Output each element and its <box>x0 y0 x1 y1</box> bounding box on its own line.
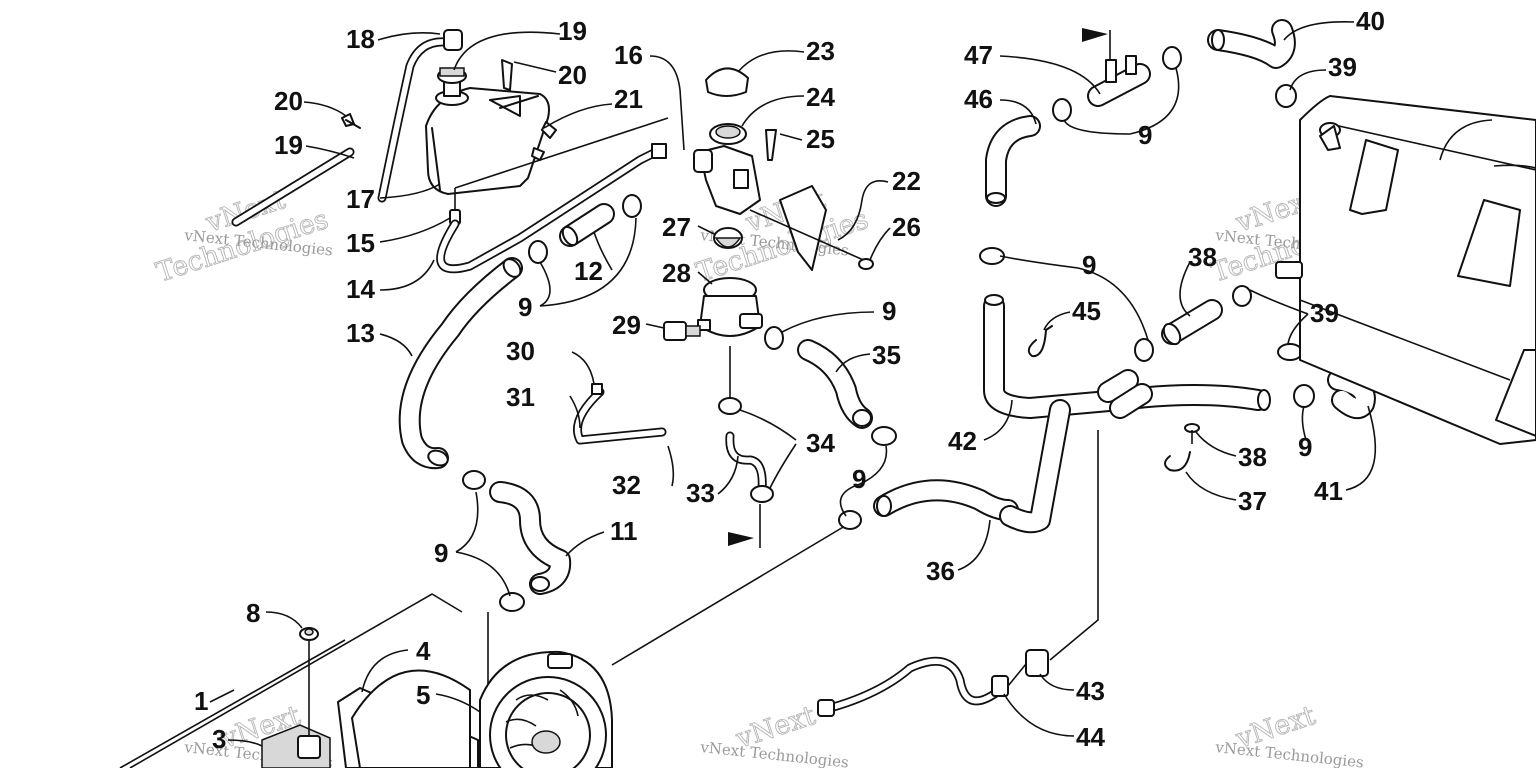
hose-29 <box>573 383 667 445</box>
watermark-company: vNext Technologies <box>1214 738 1365 768</box>
flow-arrow-bottom <box>728 532 754 546</box>
callout-35: 37 <box>1238 486 1267 516</box>
watermark-6: vNext vNext Technologies <box>1214 700 1365 768</box>
callout-20-right: 22 <box>892 166 921 196</box>
clip-43 <box>1027 325 1053 358</box>
callout-9-lower-right: 9 <box>1298 432 1312 462</box>
callout-30: 32 <box>612 470 641 500</box>
hose-33 <box>797 339 873 429</box>
hose-11 <box>398 257 523 470</box>
callout-29: 31 <box>506 382 535 412</box>
callout-32: 34 <box>806 428 835 458</box>
callout-41: 43 <box>1076 676 1105 706</box>
callout-8: 8 <box>246 598 260 628</box>
elbow-39-bottom <box>1327 369 1376 420</box>
radiator-assembly <box>119 593 489 768</box>
callout-14-top: 16 <box>614 40 643 70</box>
callout-5: 5 <box>416 680 430 710</box>
clamp-9-set <box>462 46 1315 612</box>
thermostat-housing <box>663 67 874 400</box>
hose-10 <box>489 481 572 595</box>
callout-27: 29 <box>612 310 641 340</box>
callout-34: 36 <box>926 556 955 586</box>
callout-11: 13 <box>346 318 375 348</box>
callout-25: 27 <box>662 212 691 242</box>
callout-36: 38 <box>1238 442 1267 472</box>
callout-26: 28 <box>662 258 691 288</box>
callout-23: 25 <box>806 124 835 154</box>
rivet-36 <box>1184 423 1200 444</box>
callout-39-bottom: 41 <box>1314 476 1343 506</box>
hose-34 <box>873 479 1019 521</box>
callout-39-top: 40 <box>1356 6 1385 36</box>
callout-9-thermostat: 9 <box>882 296 896 326</box>
callout-19-left: 20 <box>274 86 303 116</box>
callout-40: 42 <box>948 426 977 456</box>
callout-17: 19 <box>558 16 587 46</box>
hose-37 <box>1097 299 1223 419</box>
leader-lines <box>209 21 1536 747</box>
callout-4: 4 <box>416 636 431 666</box>
callout-28: 30 <box>506 336 535 366</box>
clip-35 <box>1164 451 1191 472</box>
callout-13: 14 <box>346 274 375 304</box>
callout-37: 38 <box>1188 242 1217 272</box>
elbow-39-top <box>1207 19 1296 69</box>
callout-22: 24 <box>806 82 835 112</box>
callout-21: 23 <box>806 36 835 66</box>
callout-42: 44 <box>1076 722 1105 752</box>
hose-13-overflow <box>436 117 669 274</box>
hose-44 <box>985 115 1041 207</box>
callout-38-lower: 39 <box>1310 298 1339 328</box>
callout-38-top: 39 <box>1328 52 1357 82</box>
callout-9-middle: 9 <box>852 464 866 494</box>
callout-9-mid-right: 9 <box>1082 250 1096 280</box>
callout-24: 26 <box>892 212 921 242</box>
callout-9-top-right: 9 <box>1138 120 1152 150</box>
hose-12 <box>559 203 615 247</box>
callout-19-top: 20 <box>558 60 587 90</box>
coolant-reservoir <box>231 29 557 227</box>
t-fitting-45 <box>1087 30 1151 107</box>
callout-12: 12 <box>574 256 603 286</box>
watermark-1: vNext Technologies vNext Technologies <box>152 184 334 289</box>
callout-44: 46 <box>964 84 993 114</box>
cooling-fan <box>479 522 851 768</box>
callout-10: 11 <box>610 516 638 546</box>
callout-15: 17 <box>346 184 375 214</box>
callout-3: 3 <box>212 724 226 754</box>
hose-31 <box>718 397 774 548</box>
callout-14-left: 15 <box>346 228 375 258</box>
flow-arrows <box>728 28 1108 546</box>
callout-33: 35 <box>872 340 901 370</box>
callouts: 18 19 20 20 19 17 15 14 13 16 21 23 24 2… <box>194 6 1385 754</box>
callout-18: 19 <box>274 130 303 160</box>
grommet-8 <box>299 627 319 641</box>
callout-43: 45 <box>1072 296 1101 326</box>
callout-45: 47 <box>964 40 993 70</box>
callout-16: 18 <box>346 24 375 54</box>
flow-arrow-top <box>1082 28 1108 42</box>
callout-20-top: 21 <box>614 84 643 114</box>
callout-31: 33 <box>686 478 715 508</box>
callout-9-left: 9 <box>518 292 532 322</box>
callout-1: 1 <box>194 686 208 716</box>
sensor-harness <box>817 430 1099 717</box>
radiator-side-panel <box>1275 95 1536 445</box>
callout-9-lower-left: 9 <box>434 538 448 568</box>
